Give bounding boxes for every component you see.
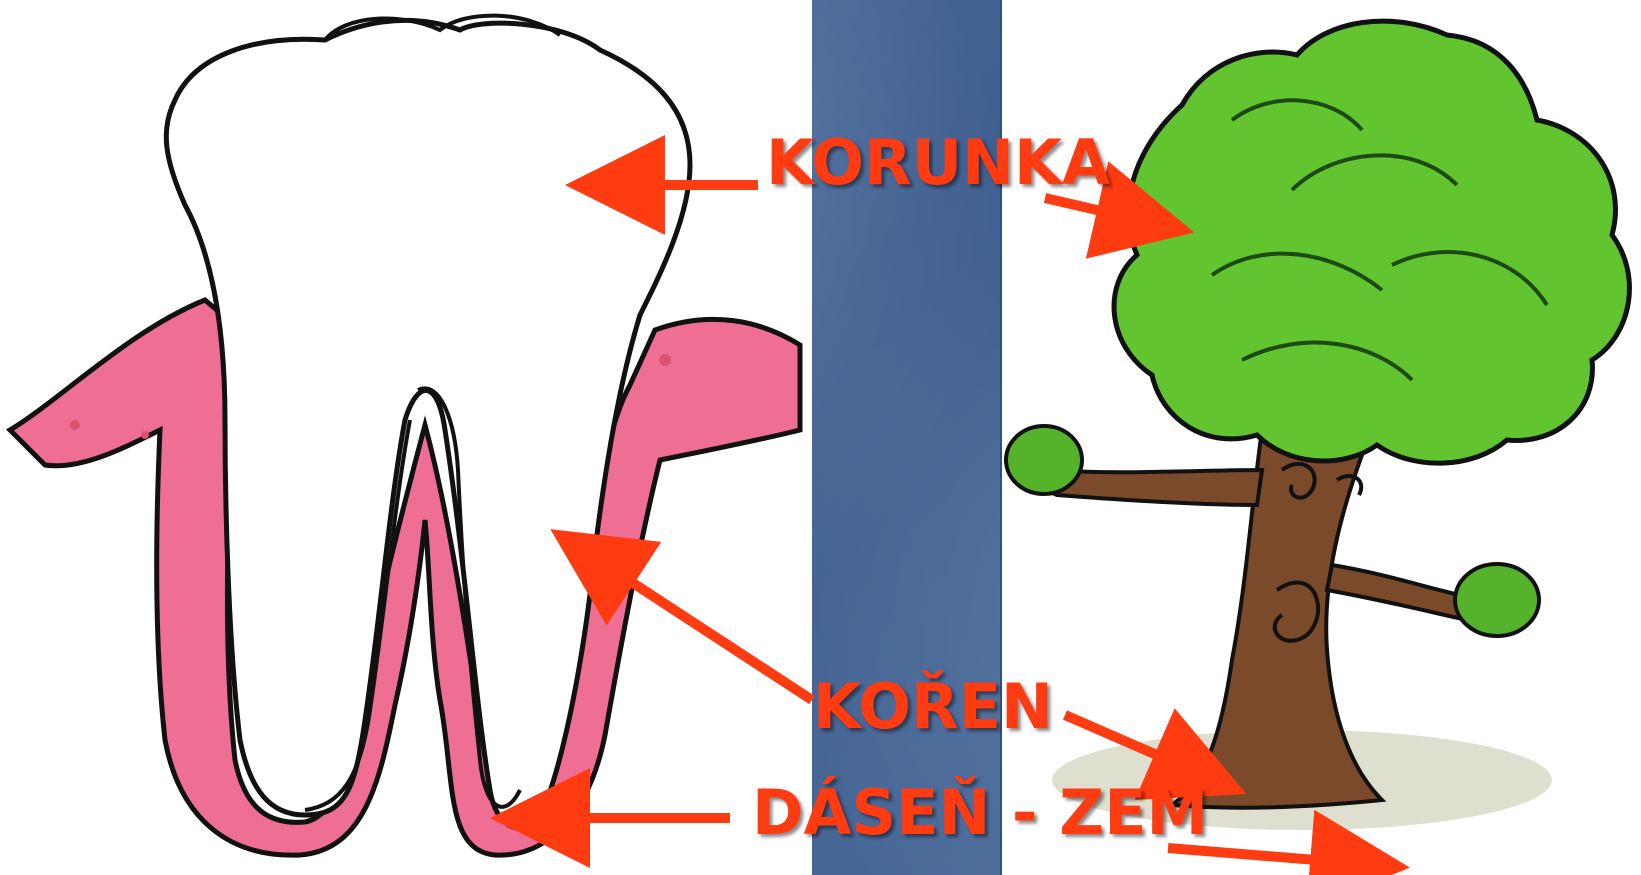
gum-speck xyxy=(141,431,149,439)
crown-label: KORUNKA xyxy=(766,126,1110,199)
tree-canopy xyxy=(1114,21,1629,463)
tooth-illustration xyxy=(0,0,812,875)
root-label: KOŘEN xyxy=(813,670,1053,743)
leaf-cluster-right xyxy=(1455,564,1539,636)
gum-speck xyxy=(659,354,671,366)
tooth-panel xyxy=(0,0,812,875)
leaf-cluster-left xyxy=(1006,426,1082,494)
ground-label: DÁSEŇ - ZEM xyxy=(752,776,1208,849)
gum-speck xyxy=(70,420,80,430)
